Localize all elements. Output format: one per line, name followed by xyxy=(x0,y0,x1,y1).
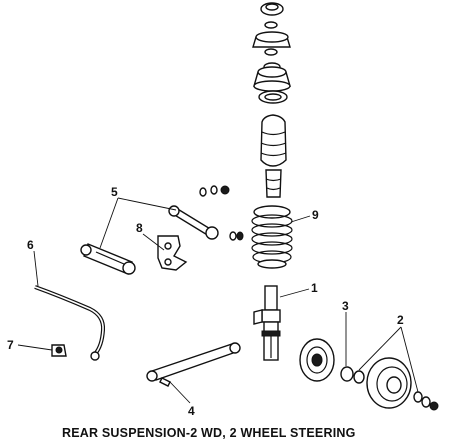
diagram-caption: REAR SUSPENSION-2 WD, 2 WHEEL STEERING xyxy=(62,426,356,440)
callout-4: 4 xyxy=(188,404,195,418)
callout-5: 5 xyxy=(111,185,118,199)
callout-7: 7 xyxy=(7,338,14,352)
stabilizer-bar xyxy=(34,285,106,361)
lateral-link xyxy=(146,342,241,387)
brake-assembly xyxy=(299,338,439,411)
callout-9: 9 xyxy=(312,208,319,222)
strut-assembly xyxy=(253,285,281,361)
dust-boot xyxy=(260,114,287,198)
trailing-arm-lower xyxy=(80,243,136,275)
stabilizer-bushing xyxy=(51,344,67,357)
trailing-arm-upper xyxy=(168,185,244,241)
strut-mount-stack xyxy=(252,2,291,104)
callout-1: 1 xyxy=(311,281,318,295)
knuckle-bracket xyxy=(157,235,188,271)
callout-2: 2 xyxy=(397,313,404,327)
coil-spring xyxy=(251,205,293,269)
callout-3: 3 xyxy=(342,299,349,313)
leader-lines xyxy=(17,197,419,404)
callout-8: 8 xyxy=(136,221,143,235)
callout-6: 6 xyxy=(27,238,34,252)
